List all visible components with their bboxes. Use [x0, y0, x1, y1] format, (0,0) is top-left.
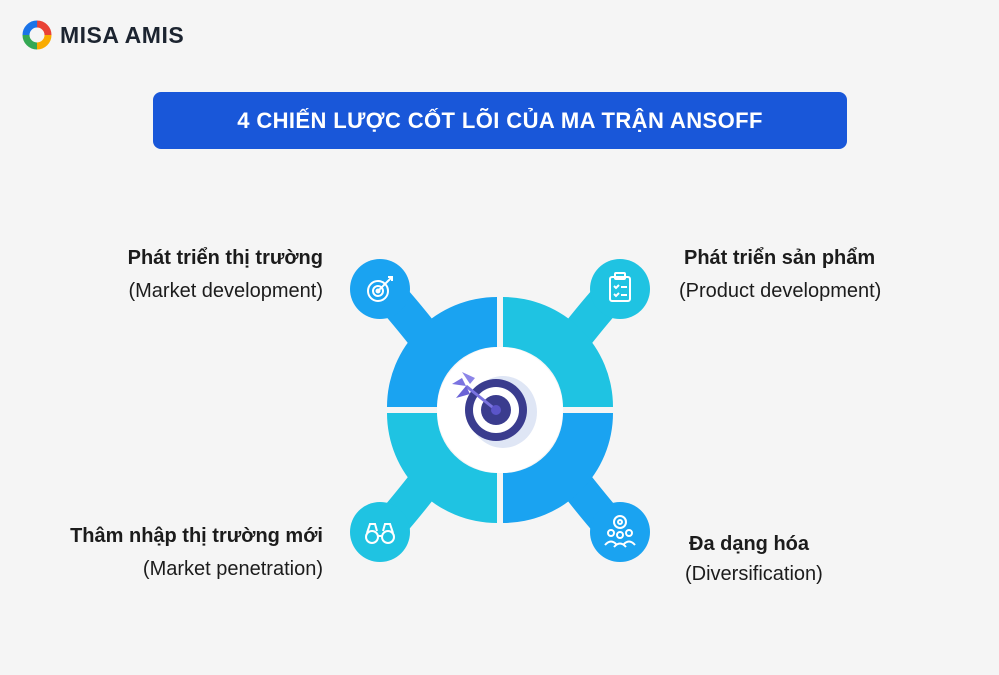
- label-product-development: Phát triển sản phẩm (Product development…: [679, 245, 969, 304]
- misa-amis-logo-icon: [22, 20, 52, 50]
- clipboard-checklist-icon: [609, 272, 631, 302]
- label-market-development: Phát triển thị trường (Market developmen…: [40, 245, 323, 304]
- binoculars-icon: [365, 523, 395, 544]
- strategy-name-vn: Phát triển thị trường: [127, 247, 323, 269]
- strategy-name-vn: Đa dạng hóa: [689, 533, 810, 555]
- strategy-name-en: (Diversification): [685, 563, 823, 585]
- brand-name: MISA AMIS: [60, 21, 185, 48]
- strategy-name-en: (Market development): [128, 280, 323, 302]
- label-market-penetration: Thâm nhập thị trường mới (Market penetra…: [10, 523, 323, 582]
- page-title: 4 CHIẾN LƯỢC CỐT LÕI CỦA MA TRẬN ANSOFF: [237, 107, 763, 133]
- strategy-name-en: (Market penetration): [142, 558, 323, 580]
- strategy-name-en: (Product development): [679, 280, 882, 302]
- strategy-name-vn: Phát triển sản phẩm: [684, 247, 876, 269]
- quadrant-product-development[interactable]: [503, 297, 613, 407]
- strategy-name-vn: Thâm nhập thị trường mới: [70, 525, 323, 547]
- target-icon: [367, 276, 393, 302]
- team-gear-icon: [604, 515, 636, 548]
- quadrant-market-penetration[interactable]: [387, 413, 497, 523]
- quadrant-market-development[interactable]: [387, 297, 497, 407]
- node-circle-product-development[interactable]: [590, 259, 650, 319]
- brand-logo[interactable]: MISA AMIS: [22, 20, 184, 50]
- node-circle-market-penetration[interactable]: [350, 502, 410, 562]
- target-dart-icon: [452, 372, 537, 448]
- title-banner: 4 CHIẾN LƯỢC CỐT LÕI CỦA MA TRẬN ANSOFF: [153, 92, 847, 149]
- quadrant-diversification[interactable]: [503, 413, 613, 523]
- label-diversification: Đa dạng hóa (Diversification): [685, 531, 935, 587]
